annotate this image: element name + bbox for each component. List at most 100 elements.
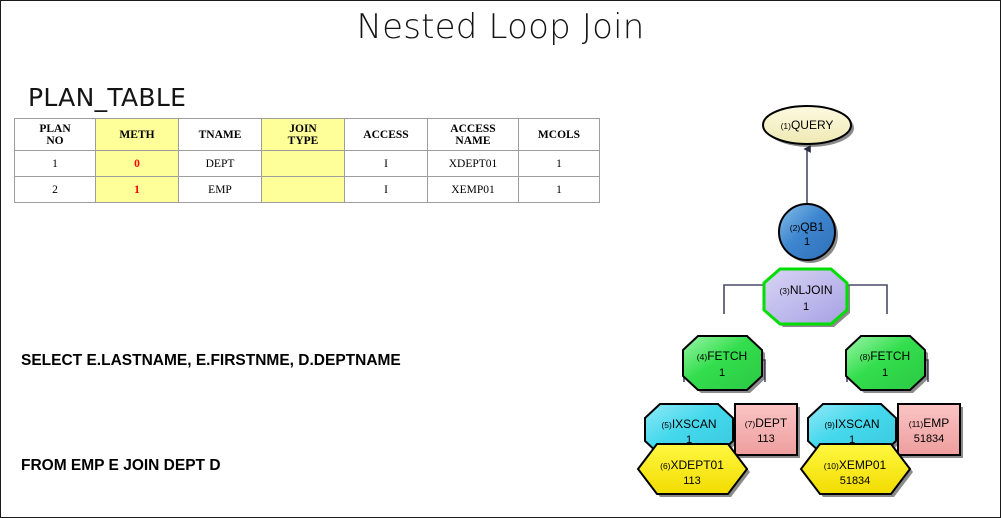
node-fetch8-label: FETCH <box>870 349 910 363</box>
node-fetch8[interactable]: (8)FETCH 1 <box>845 335 928 393</box>
node-xemp01-index: (10) <box>824 461 839 471</box>
query-shape <box>762 105 852 145</box>
cell-tname: DEPT <box>178 150 262 177</box>
dept-shape <box>734 403 798 456</box>
node-ixscan9-text: (9)IXSCAN <box>824 417 879 431</box>
node-nljoin-value: 1 <box>803 301 809 313</box>
cell-access-name: XDEPT01 <box>427 150 519 177</box>
node-dept-text: (7)DEPT <box>745 416 788 430</box>
cell-meth: 1 <box>95 176 179 203</box>
node-qb1[interactable]: (2)QB1 1 <box>778 203 838 263</box>
access-plan-graph: (1)QUERY (2)QB1 1 (3)NLJOIN 1 <box>621 91 1000 511</box>
node-emp-label: EMP <box>923 416 949 430</box>
node-dept-value: 113 <box>757 433 775 445</box>
node-ixscan5-text: (5)IXSCAN <box>661 417 716 431</box>
node-emp-value: 51834 <box>914 433 945 445</box>
node-nljoin-label: NLJOIN <box>790 283 833 297</box>
column-header-tname: TNAME <box>178 118 262 151</box>
node-dept-index: (7) <box>745 419 756 429</box>
header-line-1: METH <box>119 128 155 141</box>
node-xemp01-value: 51834 <box>840 475 871 487</box>
node-fetch4-label: FETCH <box>707 349 747 363</box>
node-xemp01-label: XEMP01 <box>839 458 887 472</box>
node-qb1-text: (2)QB1 <box>790 220 825 234</box>
column-header-join-type: JOIN TYPE <box>261 118 345 151</box>
ixscan9-shape <box>807 403 897 456</box>
node-xdept01-label: XDEPT01 <box>671 458 725 472</box>
cell-tname: EMP <box>178 176 262 203</box>
node-xdept01-index: (6) <box>660 461 671 471</box>
node-qb1-value: 1 <box>804 236 810 248</box>
plan-table-caption: PLAN_TABLE <box>28 83 187 112</box>
plan-table: PLAN NO METH TNAME JOIN TYPE ACCESS ACCE <box>14 118 600 203</box>
node-xemp01[interactable]: (10)XEMP01 51834 <box>799 443 913 497</box>
node-fetch4-text: (4)FETCH <box>697 349 747 363</box>
column-header-plan-no: PLAN NO <box>14 118 96 151</box>
sql-statement: SELECT E.LASTNAME, E.FIRSTNME, D.DEPTNAM… <box>21 273 401 517</box>
xemp01-shape <box>799 443 912 495</box>
header-line-1: JOIN <box>289 122 317 135</box>
table-header-row: PLAN NO METH TNAME JOIN TYPE ACCESS ACCE <box>14 118 600 151</box>
node-fetch4-value: 1 <box>719 367 725 379</box>
node-emp-index: (11) <box>909 419 924 429</box>
header-line-1: ACCESS <box>450 122 496 135</box>
cell-access: I <box>344 150 428 177</box>
cell-plan-no: 1 <box>14 150 96 177</box>
header-line-2: NAME <box>455 134 491 147</box>
node-qb1-label: QB1 <box>800 220 824 234</box>
header-line-2: TYPE <box>287 134 319 147</box>
page-title: Nested Loop Join <box>356 7 645 47</box>
node-nljoin[interactable]: (3)NLJOIN 1 <box>762 267 850 327</box>
sql-line: FROM EMP E JOIN DEPT D <box>21 457 221 474</box>
header-line-1: TNAME <box>198 128 242 141</box>
node-nljoin-text: (3)NLJOIN <box>779 283 832 297</box>
header-line-1: ACCESS <box>363 128 409 141</box>
node-query[interactable]: (1)QUERY <box>762 105 854 147</box>
table-row: 2 1 EMP I XEMP01 1 <box>14 176 600 203</box>
node-ixscan9-index: (9) <box>824 420 835 430</box>
node-xdept01-text: (6)XDEPT01 <box>660 458 724 472</box>
node-ixscan5-value: 1 <box>686 434 692 446</box>
column-header-access-name: ACCESS NAME <box>427 118 519 151</box>
node-ixscan9-label: IXSCAN <box>835 417 880 431</box>
node-fetch4[interactable]: (4)FETCH 1 <box>682 335 765 393</box>
cell-meth: 0 <box>95 150 179 177</box>
node-xdept01-value: 113 <box>683 475 701 487</box>
node-ixscan9-value: 1 <box>849 434 855 446</box>
qb1-shape <box>778 203 836 261</box>
fetch8-shape <box>845 335 926 391</box>
cell-mcols: 1 <box>518 150 600 177</box>
column-header-access: ACCESS <box>344 118 428 151</box>
cell-access-name: XEMP01 <box>427 176 519 203</box>
node-ixscan5-label: IXSCAN <box>672 417 717 431</box>
node-fetch8-index: (8) <box>860 352 871 362</box>
node-emp-text: (11)EMP <box>909 416 950 430</box>
node-qb1-index: (2) <box>790 223 801 233</box>
node-query-index: (1) <box>781 121 792 131</box>
node-xemp01-text: (10)XEMP01 <box>824 458 887 472</box>
header-line-1: MCOLS <box>537 128 581 141</box>
cell-join-type <box>261 150 345 177</box>
header-line-2: NO <box>46 134 64 147</box>
node-dept[interactable]: (7)DEPT 113 <box>734 403 800 458</box>
column-header-mcols: MCOLS <box>518 118 600 151</box>
node-emp[interactable]: (11)EMP 51834 <box>897 403 963 458</box>
table-row: 1 0 DEPT I XDEPT01 1 <box>14 150 600 177</box>
xdept01-shape <box>636 443 749 495</box>
node-ixscan5-index: (5) <box>661 420 672 430</box>
ixscan5-shape <box>644 403 734 456</box>
node-fetch8-text: (8)FETCH <box>860 349 910 363</box>
cell-access: I <box>344 176 428 203</box>
node-query-text: (1)QUERY <box>781 118 834 132</box>
node-nljoin-index: (3) <box>779 286 790 296</box>
emp-shape <box>897 403 961 456</box>
cell-join-type <box>261 176 345 203</box>
nljoin-shape <box>762 267 849 326</box>
fetch4-shape <box>682 335 763 391</box>
node-query-label: QUERY <box>791 118 833 132</box>
sql-line: SELECT E.LASTNAME, E.FIRSTNME, D.DEPTNAM… <box>21 352 401 369</box>
cell-mcols: 1 <box>518 176 600 203</box>
node-xdept01[interactable]: (6)XDEPT01 113 <box>636 443 750 497</box>
node-fetch4-index: (4) <box>697 352 708 362</box>
